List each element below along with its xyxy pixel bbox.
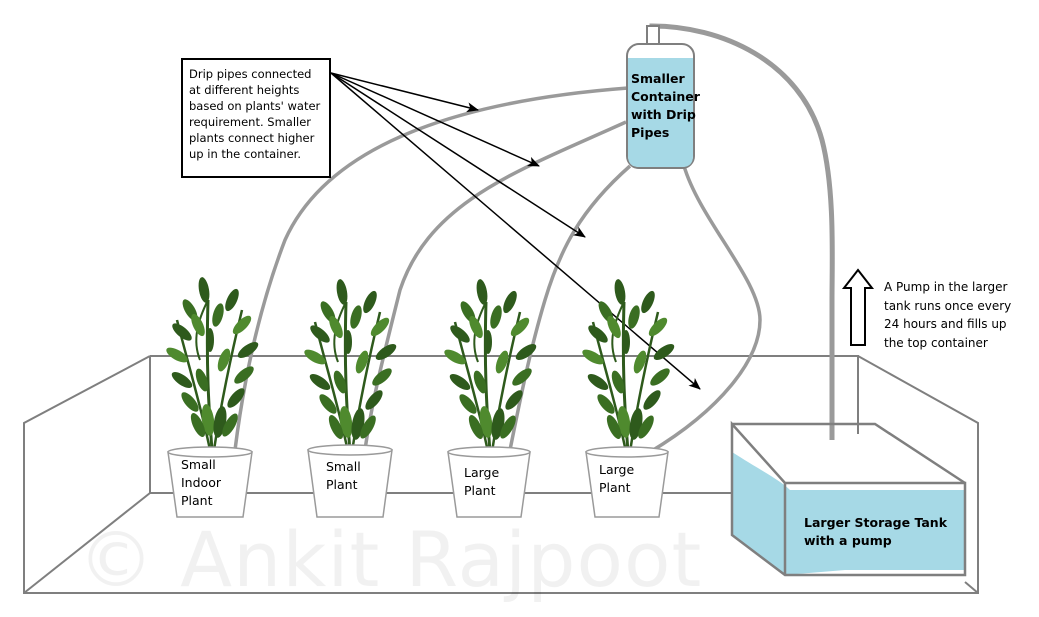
plant-label-line: Plant bbox=[464, 483, 496, 498]
plant-label-4: Large Plant bbox=[599, 461, 634, 497]
pump-up-arrow bbox=[841, 268, 875, 346]
note-line: Drip pipes connected bbox=[189, 67, 312, 81]
pots bbox=[167, 444, 669, 518]
pump-note: A Pump in the larger tank runs once ever… bbox=[884, 278, 1011, 352]
plant-label-2: Small Plant bbox=[326, 458, 361, 494]
plant-label-line: Large bbox=[464, 465, 500, 480]
pump-note-line: tank runs once every bbox=[884, 298, 1012, 313]
plant-foliage-3 bbox=[440, 276, 541, 454]
pump-note-line: the top container bbox=[884, 335, 988, 350]
pump-pipe bbox=[649, 23, 835, 440]
plant-label-line: Small bbox=[181, 457, 216, 472]
note-line: based on plants' water bbox=[189, 99, 321, 113]
plant-label-line: Indoor bbox=[181, 475, 221, 490]
note-line: at different heights bbox=[189, 83, 300, 97]
plant-label-1: Small Indoor Plant bbox=[181, 456, 221, 510]
plant-label-line: Large bbox=[599, 462, 635, 477]
note-line: up in the container. bbox=[189, 147, 302, 161]
plant-label-3: Large Plant bbox=[464, 464, 499, 500]
drip-pipe-note: Drip pipes connected at different height… bbox=[181, 58, 331, 178]
tank-label-line: with a pump bbox=[804, 533, 892, 548]
storage-tank-label: Larger Storage Tank with a pump bbox=[804, 514, 947, 550]
plant-foliage-2 bbox=[300, 276, 401, 454]
top-container-shape bbox=[626, 25, 695, 169]
plant-label-line: Plant bbox=[181, 493, 213, 508]
label-line: Container bbox=[631, 89, 700, 104]
plant-label-line: Plant bbox=[599, 480, 631, 495]
tank-label-line: Larger Storage Tank bbox=[804, 515, 948, 530]
top-container-label: Smaller Container with Drip Pipes bbox=[631, 70, 700, 142]
label-line: Smaller bbox=[631, 71, 685, 86]
label-line: with Drip bbox=[631, 107, 696, 122]
plant-foliage-4 bbox=[578, 276, 679, 454]
plant-label-line: Plant bbox=[326, 477, 358, 492]
callout-arrows bbox=[330, 72, 701, 390]
label-line: Pipes bbox=[631, 125, 670, 140]
plant-foliage-1 bbox=[162, 274, 263, 452]
pump-note-line: A Pump in the larger bbox=[884, 280, 1008, 294]
note-line: requirement. Smaller bbox=[189, 115, 312, 129]
plant-label-line: Small bbox=[326, 459, 361, 474]
watermark: © Ankit Rajpoot bbox=[78, 515, 703, 604]
storage-tank-shape bbox=[730, 420, 967, 577]
pump-note-line: 24 hours and fills up bbox=[884, 317, 1007, 331]
note-line: plants connect higher bbox=[189, 131, 315, 145]
